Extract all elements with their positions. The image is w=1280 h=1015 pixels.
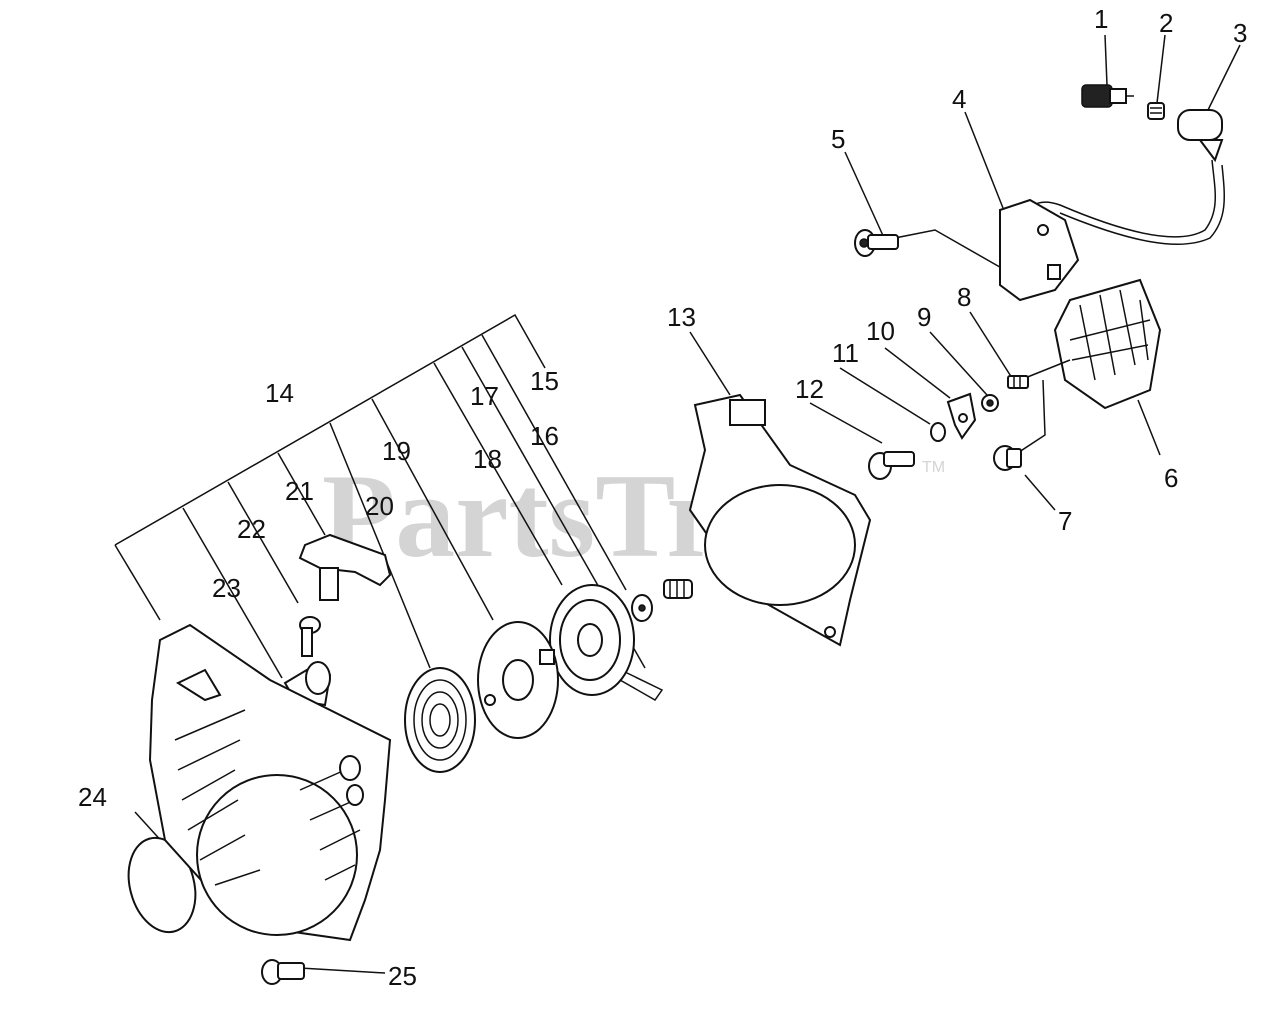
callout-13: 13 xyxy=(667,302,696,332)
callout-15: 15 xyxy=(530,366,559,396)
callout-23: 23 xyxy=(212,573,241,603)
cover-seal xyxy=(127,836,197,934)
callout-17: 17 xyxy=(470,381,499,411)
callout-14: 14 xyxy=(265,378,294,408)
callout-3: 3 xyxy=(1233,18,1247,48)
cover-screw xyxy=(261,959,305,985)
callout-6: 6 xyxy=(1164,463,1178,493)
callout-12: 12 xyxy=(795,374,824,404)
callout-10: 10 xyxy=(866,316,895,346)
callout-16: 16 xyxy=(530,421,559,451)
callout-11: 11 xyxy=(832,338,859,368)
flywheel-nut xyxy=(993,445,1022,471)
module-screw xyxy=(854,229,899,257)
callout-19: 19 xyxy=(382,436,411,466)
callout-24: 24 xyxy=(78,782,107,812)
center-screw xyxy=(663,579,693,599)
callout-18: 18 xyxy=(473,444,502,474)
recoil-spring xyxy=(404,667,476,773)
guide-screw xyxy=(299,616,321,657)
starter-cover-housing xyxy=(148,623,392,942)
washer xyxy=(930,422,946,442)
callout-22: 22 xyxy=(237,514,266,544)
callout-2: 2 xyxy=(1159,8,1173,38)
flywheel xyxy=(1019,278,1162,410)
pawl xyxy=(946,392,977,440)
callout-9: 9 xyxy=(917,302,931,332)
pawl-screw xyxy=(868,451,915,480)
washer-small xyxy=(981,394,999,412)
watermark-trademark: TM xyxy=(922,459,945,476)
fan-housing-plate xyxy=(688,393,872,647)
flywheel-key xyxy=(1007,375,1029,389)
rope-pulley xyxy=(549,584,635,696)
spark-plug xyxy=(1081,84,1134,108)
callout-5: 5 xyxy=(831,124,845,154)
callout-7: 7 xyxy=(1058,506,1072,536)
center-washer xyxy=(631,594,653,622)
callout-1: 1 xyxy=(1094,4,1108,34)
callout-21: 21 xyxy=(285,476,314,506)
callout-8: 8 xyxy=(957,282,971,312)
spark-plug-boot xyxy=(1024,109,1225,246)
starter-rope xyxy=(619,671,664,701)
assembly-bracket xyxy=(114,313,646,679)
starter-handle xyxy=(298,533,392,601)
terminal-spring xyxy=(1147,102,1165,120)
callout-25: 25 xyxy=(388,961,417,991)
callout-4: 4 xyxy=(952,84,966,114)
callout-labels: 1 2 3 4 5 6 7 8 9 10 11 12 13 14 15 16 1… xyxy=(78,4,1247,991)
spring-housing xyxy=(477,621,559,739)
ignition-module xyxy=(999,198,1080,302)
callout-20: 20 xyxy=(365,491,394,521)
